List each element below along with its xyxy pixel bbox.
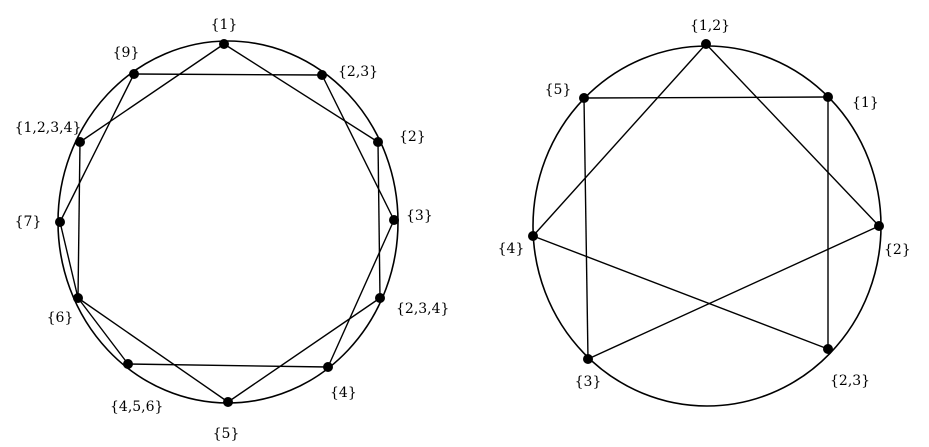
edge-n456-n6 [77, 297, 129, 365]
edge-m12-m2 [705, 43, 880, 227]
vertex-label-n1: {1} [211, 17, 238, 33]
vertex-m2 [874, 221, 884, 231]
right-edges [532, 43, 880, 360]
right-graph: {1,2} {1} {2} {2,3} {3} {4} {5} [498, 18, 911, 407]
edge-n234-n5 [227, 297, 381, 403]
right-nodes [528, 39, 884, 364]
vertex-label-n9: {9} [113, 45, 140, 61]
left-edges [59, 43, 395, 403]
vertex-n456 [123, 359, 133, 369]
vertex-m23 [823, 344, 833, 354]
vertex-n1234 [75, 137, 85, 147]
vertex-label-n234: {2,3,4} [396, 301, 449, 317]
edge-n9-n23a [133, 73, 323, 76]
vertex-label-m1: {1} [852, 95, 879, 111]
edge-n5-n6 [77, 297, 229, 403]
vertex-n9 [129, 69, 139, 79]
vertex-n234 [375, 293, 385, 303]
right-labels: {1,2} {1} {2} {2,3} {3} {4} {5} [498, 18, 911, 390]
edge-n23a-n3 [321, 74, 395, 221]
vertex-n6 [73, 293, 83, 303]
vertex-m4 [528, 231, 538, 241]
edge-n4-n456 [127, 363, 329, 368]
vertex-label-n23a: {2,3} [338, 64, 378, 80]
vertex-label-n1234: {1,2,3,4} [15, 120, 82, 136]
edge-n2-n234 [377, 141, 381, 299]
vertex-n1 [219, 39, 229, 49]
vertex-label-m5: {5} [545, 82, 572, 98]
vertex-label-n5: {5} [213, 426, 240, 442]
vertex-m1 [823, 92, 833, 102]
vertex-label-m3: {3} [575, 374, 602, 390]
edge-m5-m3 [583, 97, 589, 360]
edge-m4-m23 [532, 235, 829, 350]
vertex-label-m2: {2} [884, 242, 911, 258]
vertex-m3 [583, 354, 593, 364]
edge-n6-n7 [59, 221, 79, 299]
vertex-label-m4: {4} [498, 241, 525, 257]
edge-m12-m4 [532, 43, 707, 237]
vertex-label-m12: {1,2} [690, 18, 730, 34]
left-graph: {1} {2,3} {2} {3} {2,3,4} {4} {5} {4,5,6} {6} {7}… [15, 17, 450, 442]
edge-n3-n4 [327, 219, 395, 368]
vertex-n4 [323, 362, 333, 372]
vertex-label-n3: {3} [406, 208, 433, 224]
vertex-label-n4: {4} [330, 385, 357, 401]
edge-n1234-n1 [79, 43, 225, 143]
left-nodes [55, 39, 399, 407]
vertex-label-n456: {4,5,6} [110, 399, 163, 415]
vertex-label-n7: {7} [15, 214, 42, 230]
vertex-label-n2: {2} [399, 129, 426, 145]
vertex-label-m23: {2,3} [830, 373, 870, 389]
vertex-n23a [317, 70, 327, 80]
edge-n1-n2 [223, 43, 379, 143]
vertex-m5 [579, 93, 589, 103]
left-labels: {1} {2,3} {2} {3} {2,3,4} {4} {5} {4,5,6} {6} {7}… [15, 17, 450, 442]
vertex-n3 [389, 215, 399, 225]
vertex-m12 [701, 39, 711, 49]
edge-n7-n9 [59, 73, 135, 223]
edge-m5-m1 [583, 96, 829, 99]
vertex-label-n6: {6} [47, 310, 74, 326]
vertex-n7 [55, 217, 65, 227]
vertex-n2 [373, 137, 383, 147]
edge-n6-n1234 [77, 141, 81, 299]
vertex-n5 [223, 397, 233, 407]
edge-m3-m2 [587, 225, 880, 360]
left-circle [57, 40, 399, 404]
